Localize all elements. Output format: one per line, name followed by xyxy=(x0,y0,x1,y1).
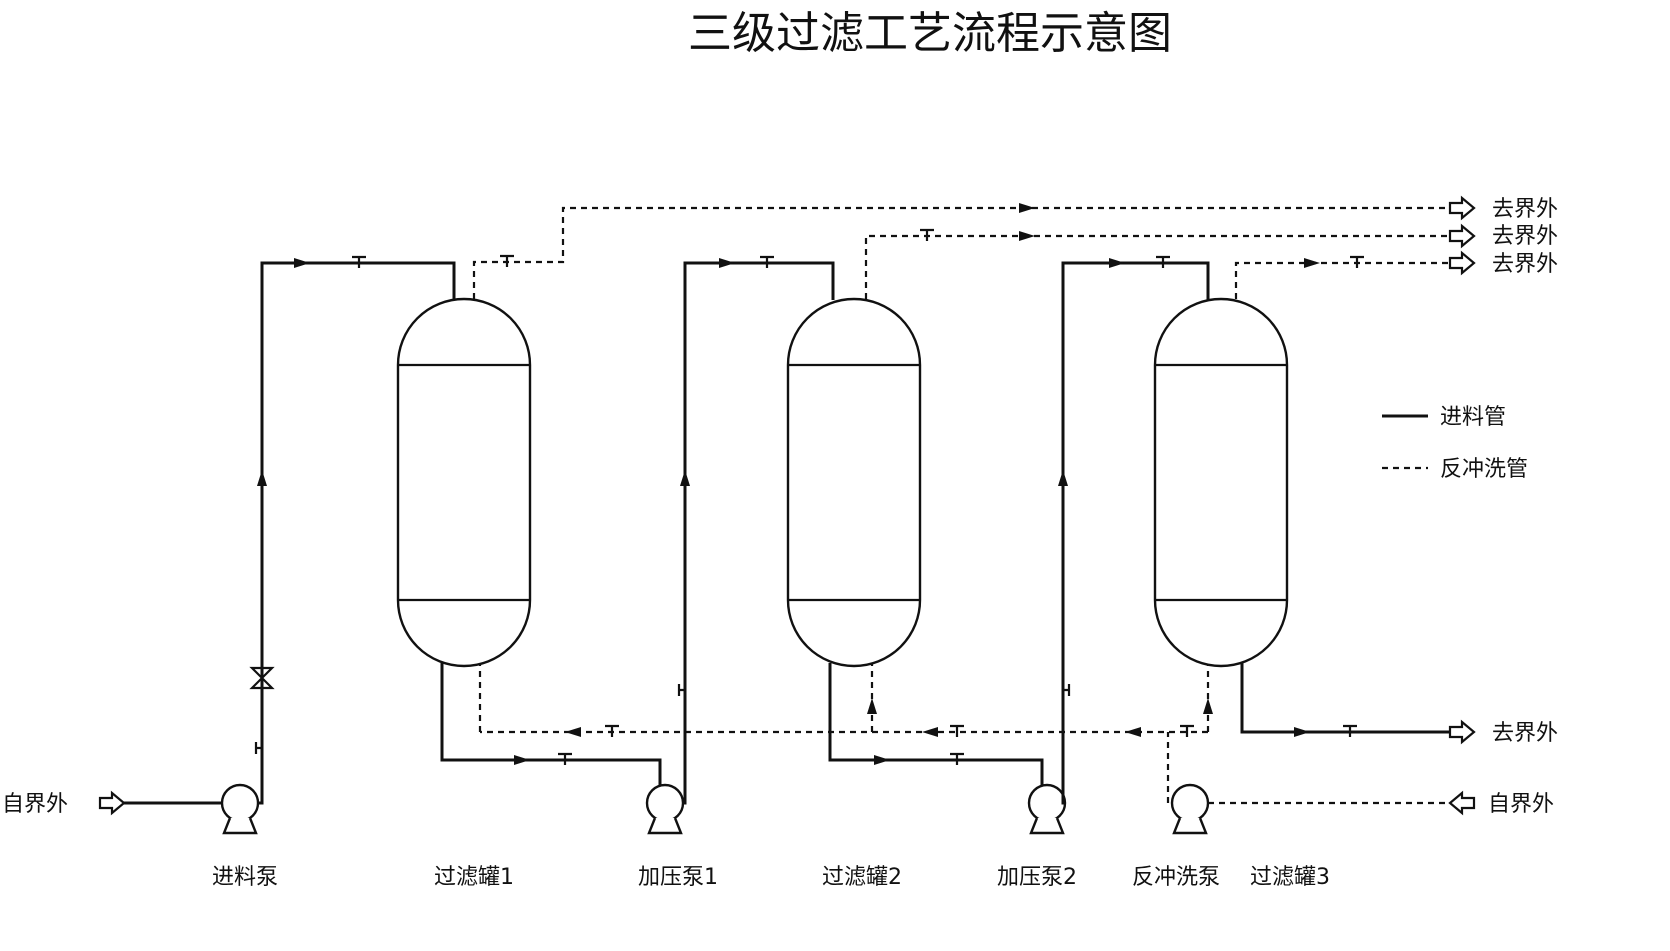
to-outside-label: 去界外 xyxy=(1492,721,1558,746)
legend-backwash-label: 反冲洗管 xyxy=(1440,457,1528,482)
feed-pipes xyxy=(108,261,1450,805)
to-outside-label: 去界外 xyxy=(1492,252,1558,277)
booster-pump-1-icon xyxy=(645,783,685,835)
booster-pump-2-icon xyxy=(1027,783,1067,835)
legend: 进料管 反冲洗管 xyxy=(1382,405,1528,482)
backwash-pipes xyxy=(472,206,1450,805)
boundary-arrows xyxy=(98,195,1476,816)
flow-arrows xyxy=(257,203,1320,765)
booster-pump-1-label: 加压泵1 xyxy=(638,865,718,890)
backwash-pump-icon xyxy=(1170,783,1210,835)
from-outside-label: 自界外 xyxy=(2,792,68,817)
feed-pump-icon xyxy=(220,783,260,835)
to-outside-label: 去界外 xyxy=(1492,224,1558,249)
legend-feed-label: 进料管 xyxy=(1440,405,1506,430)
filter-tank-2 xyxy=(786,297,922,668)
filter-tank-2-label: 过滤罐2 xyxy=(822,865,902,890)
filter-tank-1-label: 过滤罐1 xyxy=(434,865,514,890)
booster-pump-2-label: 加压泵2 xyxy=(997,865,1077,890)
feed-pump-label: 进料泵 xyxy=(212,865,278,890)
filter-tank-1 xyxy=(396,297,532,668)
diagram-title: 三级过滤工艺流程示意图 xyxy=(688,8,1172,59)
valves xyxy=(249,228,1364,765)
to-outside-label: 去界外 xyxy=(1492,197,1558,222)
filter-tank-3-label: 过滤罐3 xyxy=(1250,865,1330,890)
from-outside-label: 自界外 xyxy=(1488,792,1554,817)
filter-tank-3 xyxy=(1153,297,1289,668)
backwash-pump-label: 反冲洗泵 xyxy=(1132,865,1220,890)
